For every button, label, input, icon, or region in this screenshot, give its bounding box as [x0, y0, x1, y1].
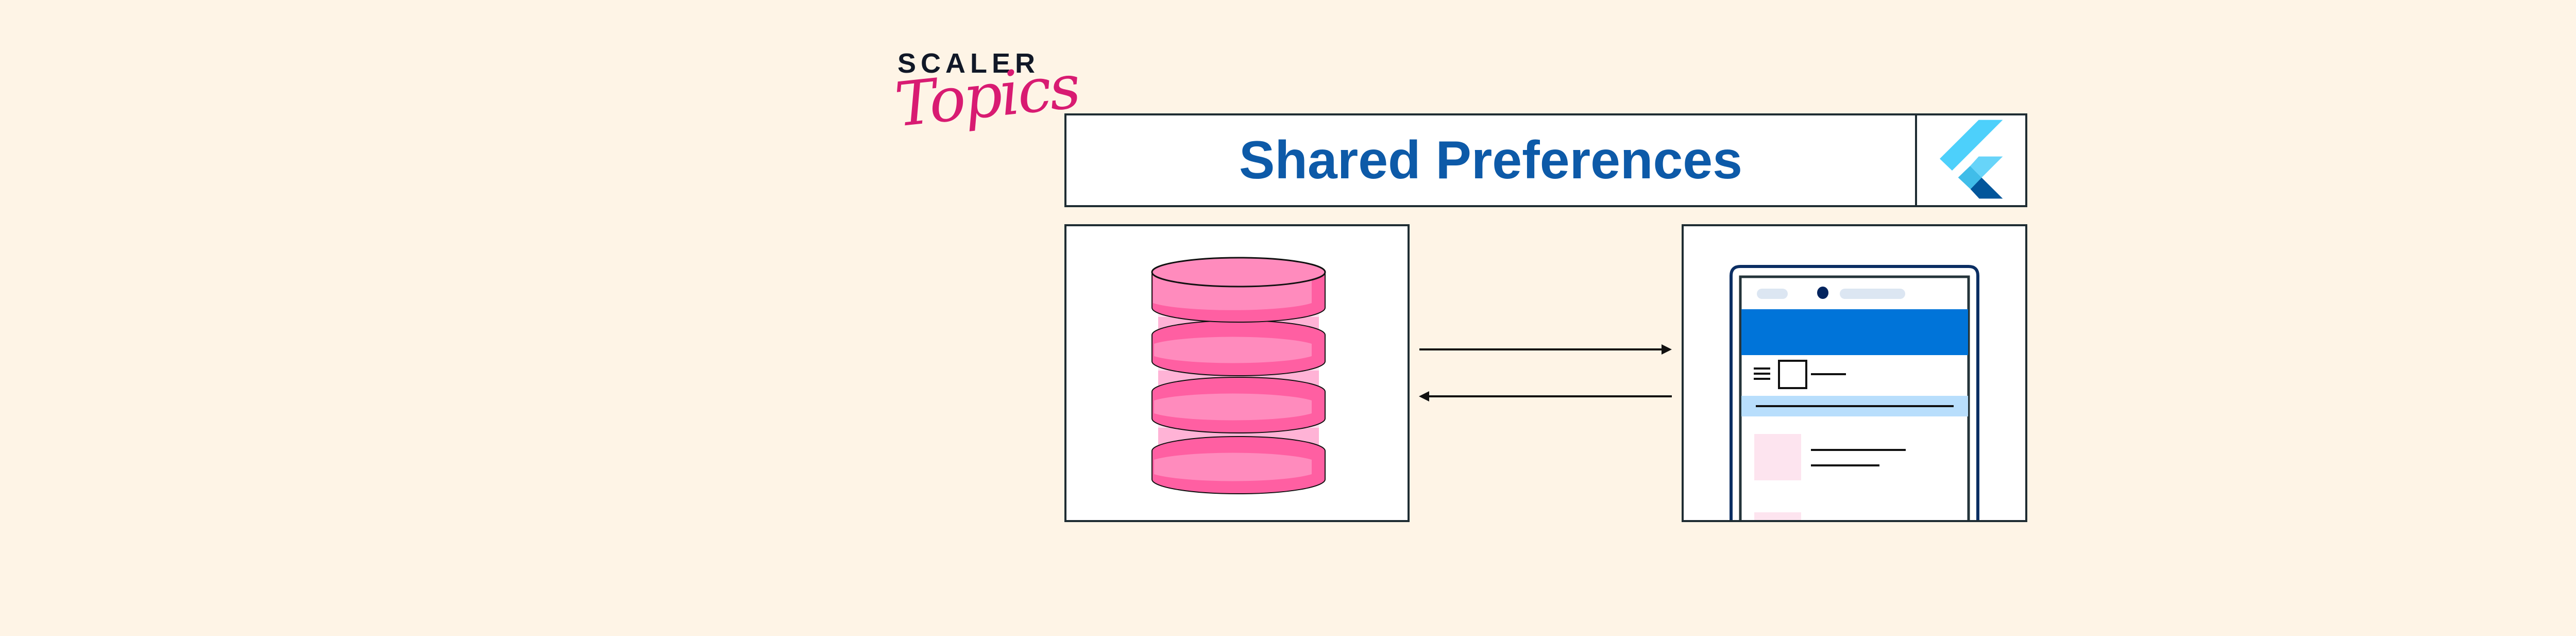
flutter-logo-icon — [1940, 120, 2003, 199]
database-icon — [1151, 257, 1326, 494]
data-flow-arrows — [1419, 344, 1672, 401]
write-arrow — [1419, 344, 1672, 355]
mobile-phone-icon — [1730, 265, 1979, 520]
read-arrow — [1419, 391, 1672, 401]
title-box: Shared Preferences — [1064, 113, 1917, 207]
flutter-logo-box — [1915, 113, 2027, 207]
logo-scaler-text: SCALER — [897, 48, 1040, 79]
app-box — [1682, 224, 2027, 522]
storage-box — [1064, 224, 1410, 522]
page-title: Shared Preferences — [1239, 130, 1742, 190]
